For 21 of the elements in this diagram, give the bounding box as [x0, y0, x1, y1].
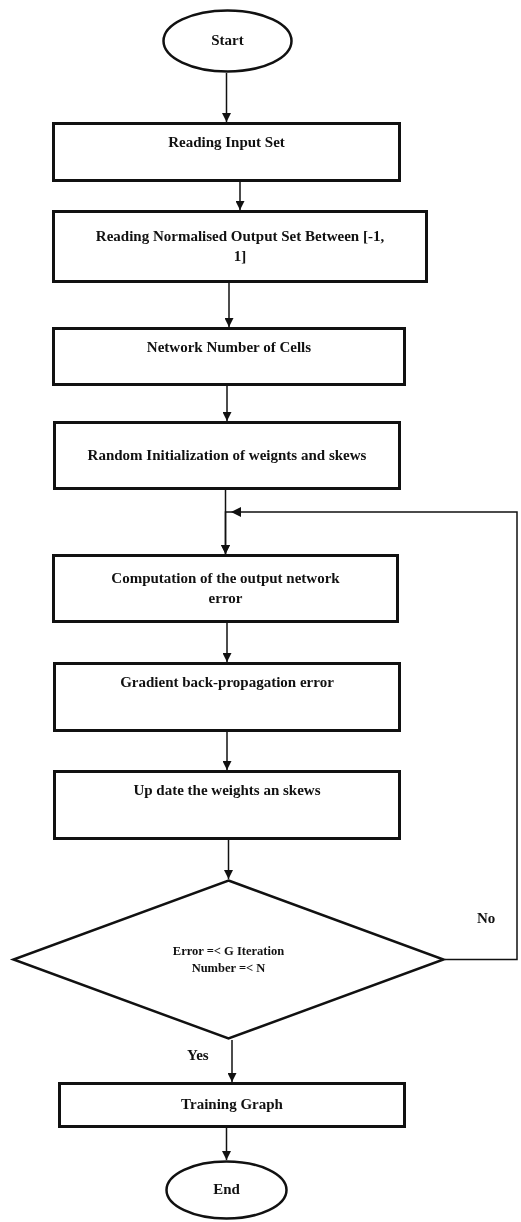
process-box: Reading Normalised Output Set Between [-1, 1]: [52, 210, 428, 283]
process-box: Reading Input Set: [52, 122, 401, 182]
arrow: [222, 731, 232, 771]
arrow: [227, 1039, 237, 1083]
process-box: Network Number of Cells: [52, 327, 406, 386]
arrow: [224, 282, 234, 328]
arrow: [222, 385, 232, 422]
process-box: Random Initialization of weignts and skews: [53, 421, 401, 490]
arrow: [222, 622, 232, 663]
arrow: [221, 511, 518, 961]
process-box: Up date the weights an skews: [53, 770, 401, 840]
terminator-ellipse: End: [165, 1160, 288, 1220]
terminator-ellipse: Start: [162, 9, 293, 73]
arrow: [235, 181, 245, 211]
arrow: [222, 72, 231, 123]
arrow: [222, 1127, 231, 1161]
process-box: Gradient back-propagation error: [53, 662, 401, 732]
decision-diamond: Error =< G Iteration Number =< N: [12, 879, 445, 1040]
process-box: Training Graph: [58, 1082, 406, 1128]
process-box: Computation of the output network error: [52, 554, 399, 623]
arrow: [224, 839, 233, 880]
